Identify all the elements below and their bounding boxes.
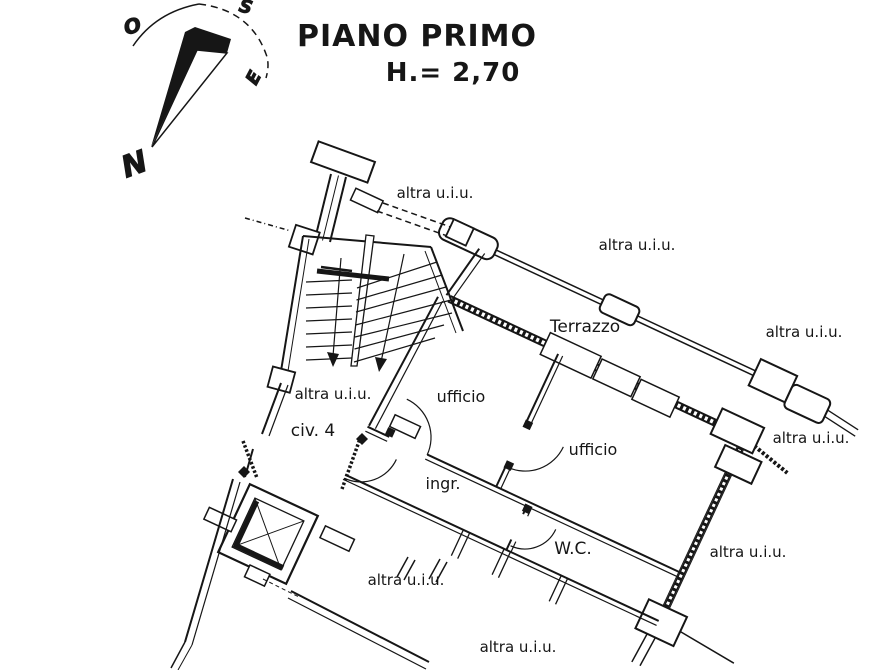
compass-north-letter: N bbox=[117, 144, 153, 185]
other-unit-label: altra u.i.u. bbox=[295, 385, 372, 403]
compass-east-letter: E bbox=[242, 67, 267, 88]
other-unit-label: altra u.i.u. bbox=[766, 323, 843, 341]
entrance-door-arc bbox=[344, 459, 397, 483]
floor-height-label: H.= 2,70 bbox=[386, 58, 521, 88]
stair-treads-left bbox=[305, 279, 353, 361]
southwest-wall bbox=[342, 473, 660, 627]
other-unit-label: altra u.i.u. bbox=[773, 429, 850, 447]
terrace-railing bbox=[437, 217, 859, 437]
stair-arrow bbox=[327, 352, 339, 367]
terrace-windows bbox=[539, 331, 681, 419]
staircase bbox=[244, 140, 475, 394]
wc-partition-wall bbox=[505, 506, 557, 553]
main-building-block bbox=[342, 217, 859, 667]
stair-treads-right bbox=[353, 261, 453, 363]
left-facade bbox=[170, 382, 448, 670]
room-label-ufficio-1: ufficio bbox=[437, 387, 486, 406]
other-unit-label: altra u.i.u. bbox=[397, 184, 474, 202]
wall-pillar bbox=[634, 597, 689, 648]
elevator-shaft bbox=[216, 482, 320, 586]
page-title: PIANO PRIMO bbox=[297, 19, 537, 54]
wall-tab bbox=[388, 413, 422, 440]
room-label-ingresso: ingr. bbox=[426, 474, 461, 493]
door-arc bbox=[507, 446, 564, 472]
other-unit-label: altra u.i.u. bbox=[480, 638, 557, 656]
door-arc bbox=[406, 398, 432, 456]
compass-needle bbox=[151, 27, 231, 147]
room-label-ufficio-2: ufficio bbox=[569, 440, 618, 459]
interior-partition bbox=[365, 398, 682, 578]
compass-south-letter: S bbox=[237, 0, 255, 19]
office-divider-wall bbox=[495, 353, 564, 490]
door-hinge-marks bbox=[384, 419, 534, 515]
door-arc bbox=[510, 529, 557, 550]
room-label-wc: W.C. bbox=[554, 539, 592, 559]
other-unit-label: altra u.i.u. bbox=[599, 236, 676, 254]
wall-pillar bbox=[713, 443, 763, 486]
room-label-terrazzo: Terrazzo bbox=[549, 317, 620, 337]
stair-top-pillar bbox=[309, 140, 377, 184]
compass-rose: O S E N bbox=[116, 0, 269, 186]
stair-arrow bbox=[375, 357, 387, 372]
other-unit-label: altra u.i.u. bbox=[368, 571, 445, 589]
civic-number-label: civ. 4 bbox=[291, 421, 335, 441]
wall-pillar bbox=[709, 407, 766, 455]
compass-west-letter: O bbox=[121, 12, 144, 40]
other-unit-label: altra u.i.u. bbox=[710, 543, 787, 561]
